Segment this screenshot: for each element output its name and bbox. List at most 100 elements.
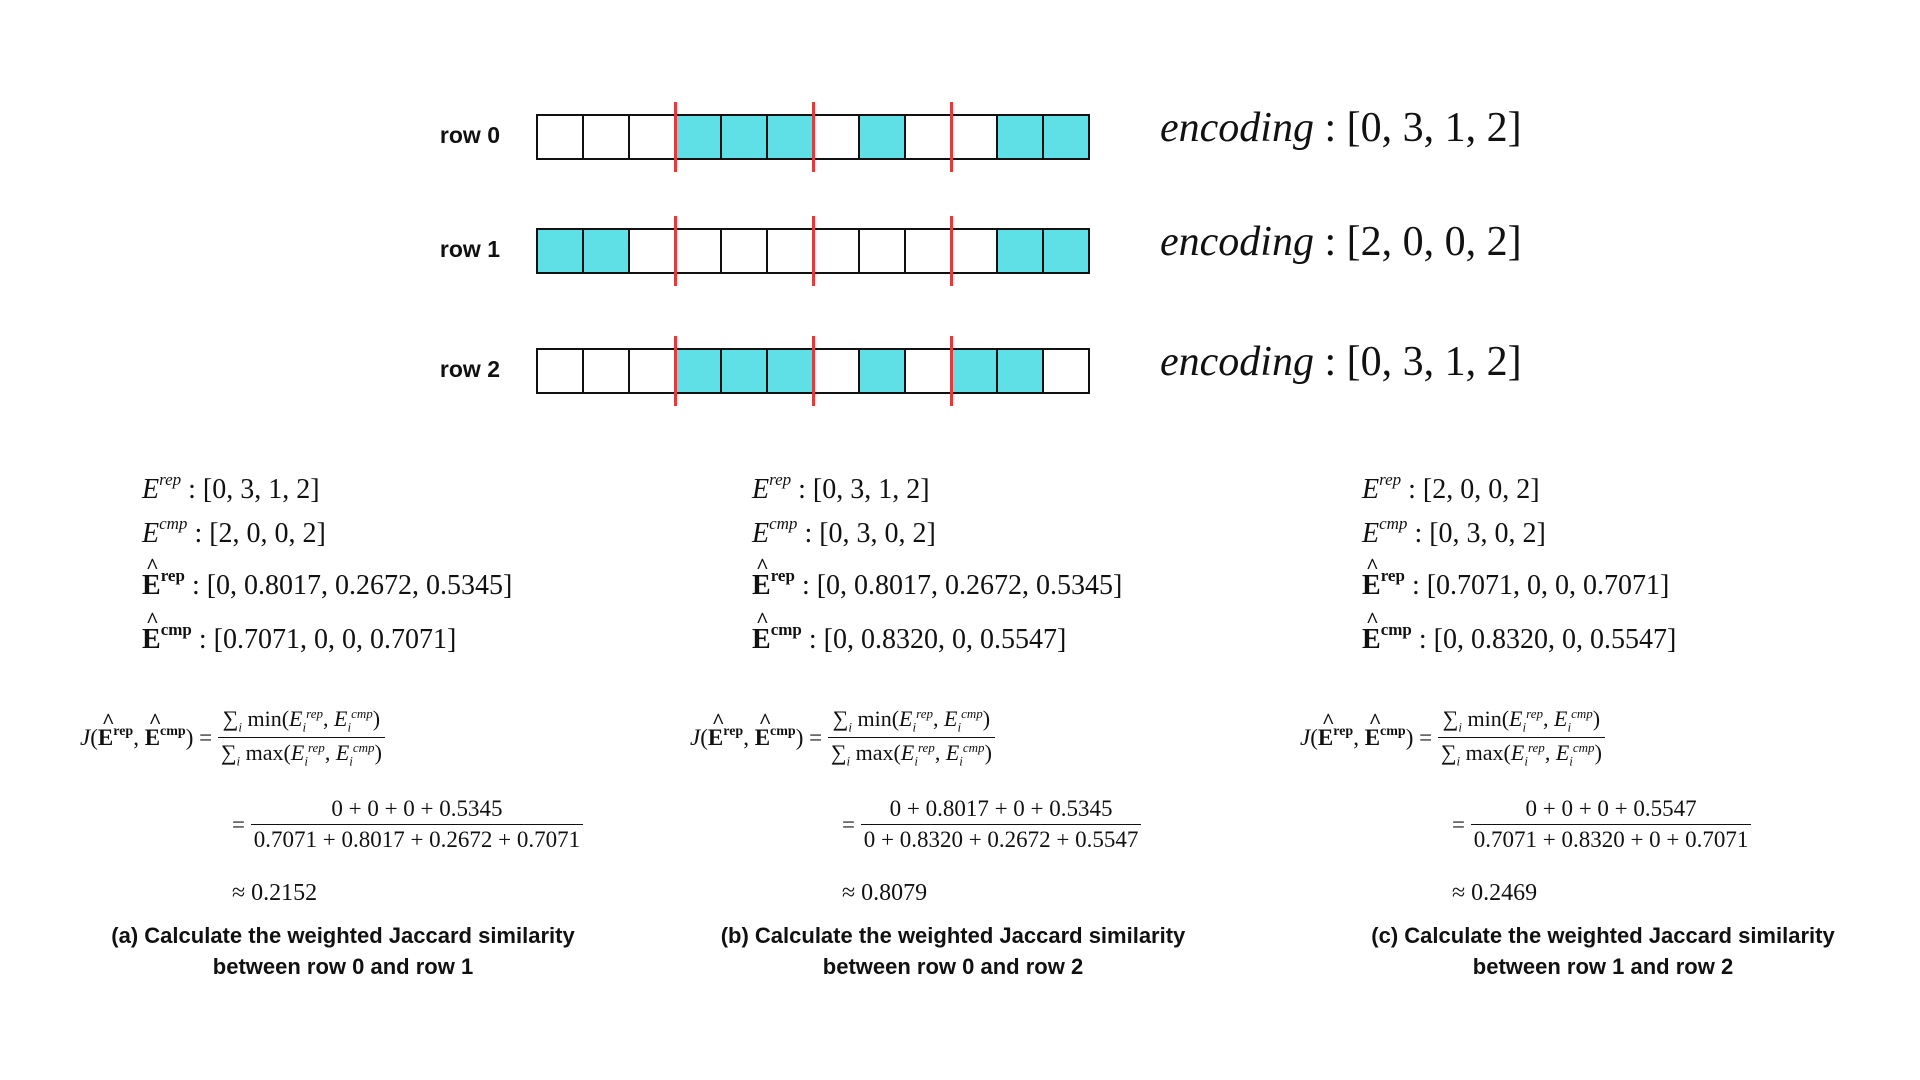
encoding-key: encoding — [1160, 339, 1314, 385]
encoding-value: [0, 3, 1, 2] — [1346, 339, 1522, 385]
segment-separator — [674, 102, 677, 172]
e-cmp-value: [0, 3, 0, 2] — [1429, 518, 1546, 549]
ehat-rep-value: [0, 0.8017, 0.2672, 0.5345] — [206, 570, 513, 601]
jaccard-lhs: J(Erep, Ecmp) = — [690, 708, 828, 751]
ehat-cmp-value: [0, 0.8320, 0, 0.5547] — [1433, 624, 1677, 655]
bit-cell-empty — [814, 350, 860, 394]
bit-cell-empty — [952, 230, 998, 274]
bit-cell-empty — [768, 230, 814, 274]
e-cmp-value: [2, 0, 0, 2] — [209, 518, 326, 549]
row-encoding: encoding : [0, 3, 1, 2] — [1160, 338, 1522, 386]
bit-cell-empty — [630, 350, 676, 394]
caption-line-2: between row 0 and row 2 — [822, 954, 1084, 979]
substituted-fraction: 0 + 0 + 0 + 0.5345 0.7071 + 0.8017 + 0.26… — [250, 796, 584, 853]
segment-separator — [812, 336, 815, 406]
jaccard-formula: J(Erep, Ecmp) = ∑i min(Eirep, Eicmp)∑i m… — [1300, 706, 1605, 770]
row-encoding: encoding : [2, 0, 0, 2] — [1160, 218, 1522, 266]
jaccard-substitution: = 0 + 0 + 0 + 0.5345 0.7071 + 0.8017 + 0.… — [232, 796, 584, 853]
caption-line-1: (a) Calculate the weighted Jaccard simil… — [111, 923, 575, 948]
panel-caption: (b) Calculate the weighted Jaccard simil… — [653, 920, 1253, 982]
encoding-key: encoding — [1160, 105, 1314, 151]
ehat-cmp-line: Ecmp : [0, 0.8320, 0, 0.5547] — [752, 607, 1067, 656]
jaccard-formula: J(Erep, Ecmp) = ∑i min(Eirep, Eicmp)∑i m… — [80, 706, 385, 770]
bit-cell-empty — [538, 350, 584, 394]
jaccard-definition: ∑i min(Eirep, Eicmp)∑i max(Eirep, Eicmp) — [827, 706, 995, 770]
bit-vector — [536, 114, 1090, 160]
jaccard-lhs: J(Erep, Ecmp) = — [80, 708, 218, 751]
bit-cell-empty — [1044, 350, 1090, 394]
bit-cell-filled — [860, 116, 906, 160]
calculation-panel: Erep : [0, 3, 1, 2]Ecmp : [2, 0, 0, 2]Er… — [80, 470, 680, 990]
jaccard-result: ≈ 0.2152 — [232, 880, 318, 906]
segment-separator — [674, 336, 677, 406]
row-label: row 0 — [439, 122, 500, 148]
ehat-rep-line: Erep : [0, 0.8017, 0.2672, 0.5345] — [752, 553, 1123, 602]
bit-cell-filled — [952, 350, 998, 394]
bit-cell-filled — [768, 116, 814, 160]
e-rep-value: [0, 3, 1, 2] — [812, 474, 930, 505]
jaccard-result: ≈ 0.2469 — [1452, 880, 1538, 906]
segment-separator — [812, 216, 815, 286]
e-rep-line: Erep : [0, 3, 1, 2] — [142, 470, 320, 505]
segment-separator — [950, 216, 953, 286]
calculation-panel: Erep : [0, 3, 1, 2] Ecmp : [0, 3, 0, 2] Er… — [690, 470, 1290, 990]
segment-separator — [812, 102, 815, 172]
bit-cell-filled — [722, 116, 768, 160]
bit-cell-filled — [676, 350, 722, 394]
bit-cell-empty — [860, 230, 906, 274]
ehat-cmp-line: Ecmp : [0, 0.8320, 0, 0.5547] — [1362, 607, 1677, 656]
encoding-colon: : — [1313, 219, 1347, 265]
jaccard-lhs: J(Erep, Ecmp) = — [1300, 708, 1438, 751]
bit-cell-empty — [814, 116, 860, 160]
numerator: 0 + 0 + 0 + 0.5547 — [1525, 796, 1697, 821]
bit-cell-filled — [1044, 230, 1090, 274]
row-label: row 1 — [439, 236, 500, 262]
ehat-rep-line: Erep : [0.7071, 0, 0, 0.7071] — [1362, 553, 1670, 602]
bit-cell-filled — [860, 350, 906, 394]
bit-cell-filled — [676, 116, 722, 160]
equals-sign: = — [1452, 811, 1471, 837]
ehat-rep-value: [0.7071, 0, 0, 0.7071] — [1426, 570, 1670, 601]
denominator: 0 + 0.8320 + 0.2672 + 0.5547 — [860, 824, 1142, 853]
bit-cell-filled — [768, 350, 814, 394]
bit-cell-empty — [584, 116, 630, 160]
encoding-key: encoding — [1160, 219, 1314, 265]
denominator: 0.7071 + 0.8017 + 0.2672 + 0.7071 — [250, 824, 584, 853]
bit-vector — [536, 348, 1090, 394]
e-cmp-line: Ecmp : [0, 3, 0, 2] — [752, 514, 936, 549]
ehat-cmp-value: [0.7071, 0, 0, 0.7071] — [213, 624, 457, 655]
row-encoding: encoding : [0, 3, 1, 2] — [1160, 104, 1522, 152]
ehat-rep-value: [0, 0.8017, 0.2672, 0.5345] — [816, 570, 1123, 601]
ehat-cmp-value: [0, 0.8320, 0, 0.5547] — [823, 624, 1067, 655]
e-rep-line: Erep : [0, 3, 1, 2] — [752, 470, 930, 505]
equals-sign: = — [842, 811, 861, 837]
row-label: row 2 — [439, 356, 500, 382]
bit-cell-filled — [998, 116, 1044, 160]
equals-sign: = — [232, 811, 251, 837]
encoding-value: [0, 3, 1, 2] — [1346, 105, 1522, 151]
bit-cell-empty — [952, 116, 998, 160]
bit-cell-filled — [538, 230, 584, 274]
caption-line-2: between row 0 and row 1 — [212, 954, 474, 979]
e-rep-line: Erep : [2, 0, 0, 2] — [1362, 470, 1540, 505]
caption-line-1: (b) Calculate the weighted Jaccard simil… — [720, 923, 1186, 948]
e-rep-value: [2, 0, 0, 2] — [1422, 474, 1540, 505]
jaccard-definition: ∑i min(Eirep, Eicmp)∑i max(Eirep, Eicmp) — [1437, 706, 1605, 770]
calculation-panel: Erep : [2, 0, 0, 2]Ecmp : [0, 3, 0, 2]Er… — [1300, 470, 1900, 990]
panel-caption: (c) Calculate the weighted Jaccard simil… — [1303, 920, 1903, 982]
bit-cell-filled — [722, 350, 768, 394]
bit-cell-empty — [722, 230, 768, 274]
encoding-value: [2, 0, 0, 2] — [1346, 219, 1522, 265]
bit-cell-empty — [906, 116, 952, 160]
jaccard-definition: ∑i min(Eirep, Eicmp)∑i max(Eirep, Eicmp) — [217, 706, 385, 770]
bit-cell-empty — [630, 230, 676, 274]
caption-line-1: (c) Calculate the weighted Jaccard simil… — [1371, 923, 1835, 948]
bit-cell-filled — [998, 230, 1044, 274]
ehat-rep-line: Erep : [0, 0.8017, 0.2672, 0.5345] — [142, 553, 513, 602]
numerator: 0 + 0 + 0 + 0.5345 — [331, 796, 503, 821]
caption-line-2: between row 1 and row 2 — [1472, 954, 1734, 979]
bit-cell-empty — [630, 116, 676, 160]
